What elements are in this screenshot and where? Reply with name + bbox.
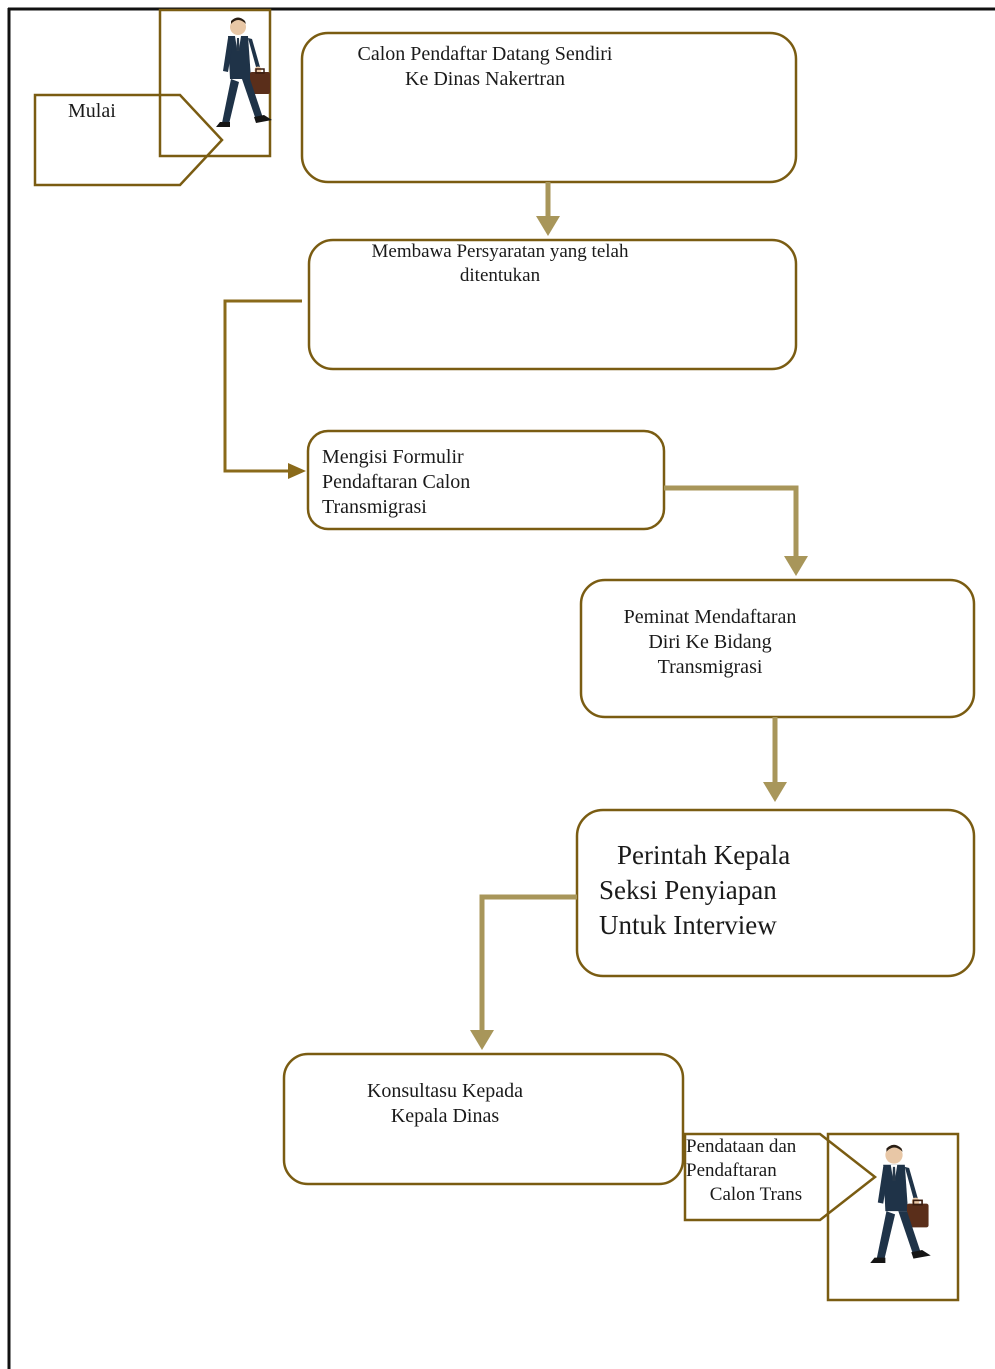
step4-label: Peminat Mendaftaran Diri Ke Bidang Trans… [590,605,830,680]
arrowhead-step2-step3 [288,463,306,479]
arrowhead-step3-step4 [784,556,808,576]
start-terminator [33,93,224,187]
step5-label: Perintah Kepala Seksi Penyiapan Untuk In… [599,838,790,943]
step2-label: Membawa Persyaratan yang telah ditentuka… [315,240,685,288]
step5-line-1: Perintah Kepala [617,840,791,870]
arrowhead-step4-step5 [763,782,787,802]
step6-box [282,1052,685,1186]
walking-businessman-icon [215,16,273,128]
step1-line-1: Calon Pendaftar Datang Sendiri [357,43,613,65]
step6-label: Konsultasu Kepada Kepala Dinas [330,1079,560,1129]
step6-line-2: Kepala Dinas [390,1105,500,1127]
end-label: Pendataan dan Pendaftaran Calon Trans [686,1135,826,1206]
step4-line-3: Transmigrasi [657,656,763,678]
step1-label: Calon Pendaftar Datang Sendiri Ke Dinas … [305,42,665,92]
start-label: Mulai [68,100,116,122]
step3-line-3: Transmigrasi [322,496,427,518]
step2-line-2: ditentukan [459,264,541,286]
end-line-1: Pendataan dan [686,1136,797,1157]
step5-box [575,808,976,978]
walking-businessman-icon [869,1143,932,1264]
arrow-step3-step4 [664,485,799,558]
end-line-2: Pendaftaran [686,1159,777,1181]
arrowhead-step1-step2 [536,216,560,236]
step5-line-3: Untuk Interview [599,910,777,941]
step3-line-2: Pendaftaran Calon [322,471,471,493]
arrowhead-step5-step6 [470,1030,494,1050]
end-line-3: Calon Trans [709,1183,803,1205]
step6-line-1: Konsultasu Kepada [366,1080,524,1102]
step3-line-1: Mengisi Formulir [322,446,464,468]
step5-line-2: Seksi Penyiapan [599,875,777,906]
step4-line-1: Peminat Mendaftaran [623,606,797,628]
end-figure-frame [826,1132,960,1302]
step3-label: Mengisi Formulir Pendaftaran Calon Trans… [322,445,470,520]
step2-box [307,238,798,371]
step2-line-1: Membawa Persyaratan yang telah [371,241,629,262]
step4-line-2: Diri Ke Bidang [648,631,772,653]
step1-line-2: Ke Dinas Nakertran [405,68,565,90]
arrow-step2-step3 [223,299,302,473]
step3-box [306,429,666,531]
arrow-step5-step6 [479,894,577,1032]
end-terminator [683,1132,878,1222]
